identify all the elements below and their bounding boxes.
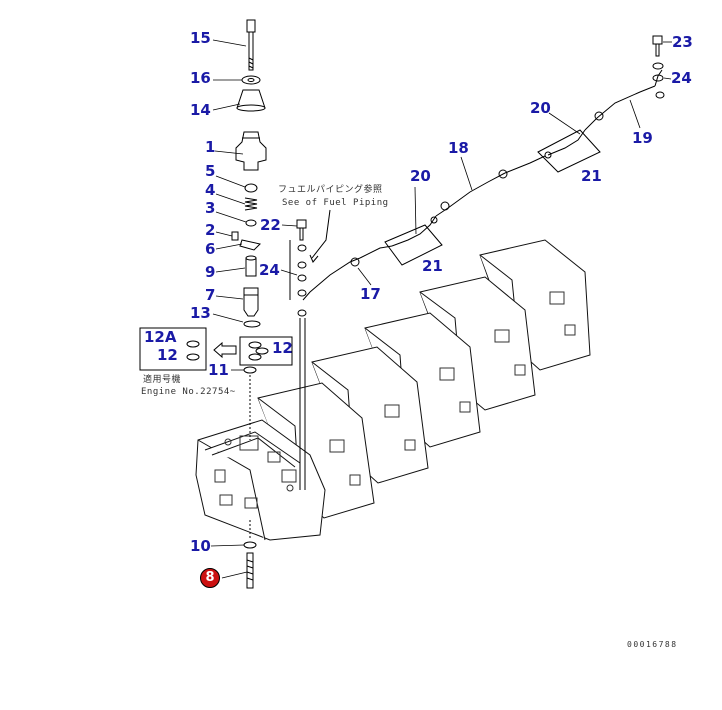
pipe-17: [302, 257, 361, 301]
callout-24-top[interactable]: 24: [671, 69, 692, 87]
fuel-pipes: [302, 35, 665, 301]
bolt-23: [652, 35, 663, 57]
grommet-11: [243, 366, 257, 374]
callout-11[interactable]: 11: [208, 361, 229, 379]
callout-7[interactable]: 7: [205, 286, 216, 304]
callout-6[interactable]: 6: [205, 240, 216, 258]
pipe-19: [584, 85, 656, 131]
stud-8: [246, 552, 254, 589]
drawing-serial-number: 00016788: [627, 640, 678, 649]
callout-23[interactable]: 23: [672, 33, 693, 51]
nut-10: [243, 541, 257, 549]
nut-5: [244, 183, 258, 193]
callout-16[interactable]: 16: [190, 69, 211, 87]
engine-serial-note-jp: 適用号機: [143, 375, 182, 385]
holder-9: [245, 257, 257, 277]
callout-20-mid[interactable]: 20: [410, 167, 431, 185]
fuel-piping-note-jp: フュエルパイピング参照: [278, 185, 383, 195]
pin-2: [231, 231, 239, 241]
callout-14[interactable]: 14: [190, 101, 211, 119]
pipe-20-top: [547, 129, 586, 156]
retainer-3: [245, 219, 257, 227]
nozzle-7: [243, 287, 259, 317]
pipe-17-bend: [359, 245, 393, 259]
callout-9[interactable]: 9: [205, 263, 216, 281]
callout-4[interactable]: 4: [205, 181, 216, 199]
inset-box-12a: [139, 327, 207, 371]
engine-serial-note-en: Engine No.22754~: [141, 387, 236, 397]
callout-21-mid[interactable]: 21: [422, 257, 443, 275]
callout-15[interactable]: 15: [190, 29, 211, 47]
callout-1[interactable]: 1: [205, 138, 216, 156]
head-details: [214, 291, 576, 509]
cylinder-head-row: [195, 239, 591, 541]
shim-6: [239, 239, 261, 251]
fuel-piping-note-en: See of Fuel Piping: [282, 198, 389, 208]
callout-8-highlight[interactable]: 8: [200, 568, 220, 588]
callout-19[interactable]: 19: [632, 129, 653, 147]
direction-arrow: [213, 341, 237, 359]
bolt-22: [296, 219, 307, 241]
callout-2[interactable]: 2: [205, 221, 216, 239]
callout-17[interactable]: 17: [360, 285, 381, 303]
callout-13[interactable]: 13: [190, 304, 211, 322]
callout-12a[interactable]: 12A: [144, 328, 177, 346]
leader-lines: [210, 39, 672, 579]
callout-5[interactable]: 5: [205, 162, 216, 180]
callout-3[interactable]: 3: [205, 199, 216, 217]
callout-21-top[interactable]: 21: [581, 167, 602, 185]
callout-22[interactable]: 22: [260, 216, 281, 234]
washer-inset: [139, 327, 293, 371]
callout-10[interactable]: 10: [190, 537, 211, 555]
spring-4: [244, 197, 258, 211]
bracket-column: [289, 219, 307, 490]
box-21-top: [537, 129, 601, 173]
callout-12-right[interactable]: 12: [272, 339, 293, 357]
o-ring-13: [243, 320, 261, 328]
mounting-bolt-15: [246, 19, 256, 71]
callout-12-left[interactable]: 12: [157, 346, 178, 364]
pipe-18: [435, 172, 506, 217]
callout-24-mid[interactable]: 24: [259, 261, 280, 279]
pipe-20-mid: [391, 215, 437, 247]
callout-18[interactable]: 18: [448, 139, 469, 157]
injector-body-1: [235, 131, 267, 171]
callout-20-top[interactable]: 20: [530, 99, 551, 117]
box-21-mid: [384, 224, 443, 266]
injector-stack: [231, 19, 267, 589]
